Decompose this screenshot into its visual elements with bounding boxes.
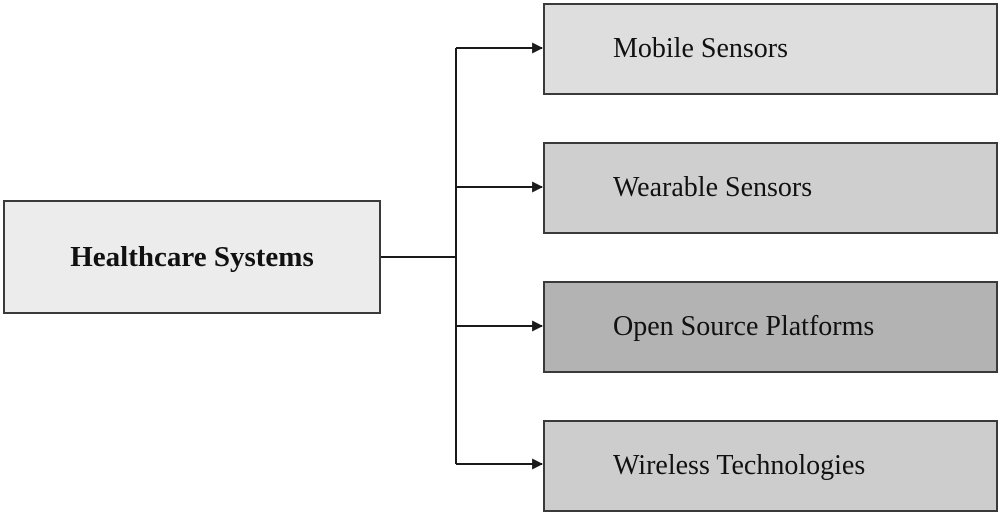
mobile-sensors-label: Mobile Sensors: [613, 33, 788, 64]
mobile-sensors-box: Mobile Sensors: [543, 3, 998, 95]
open-source-platforms-label: Open Source Platforms: [613, 311, 875, 342]
wireless-technologies-label: Wireless Technologies: [613, 450, 866, 481]
healthcare-systems-label: Healthcare Systems: [70, 240, 314, 273]
wearable-sensors-box: Wearable Sensors: [543, 142, 998, 234]
open-source-platforms-box: Open Source Platforms: [543, 281, 998, 373]
wireless-technologies-box: Wireless Technologies: [543, 420, 998, 512]
wearable-sensors-label: Wearable Sensors: [613, 172, 813, 203]
healthcare-systems-box: Healthcare Systems: [3, 200, 381, 314]
